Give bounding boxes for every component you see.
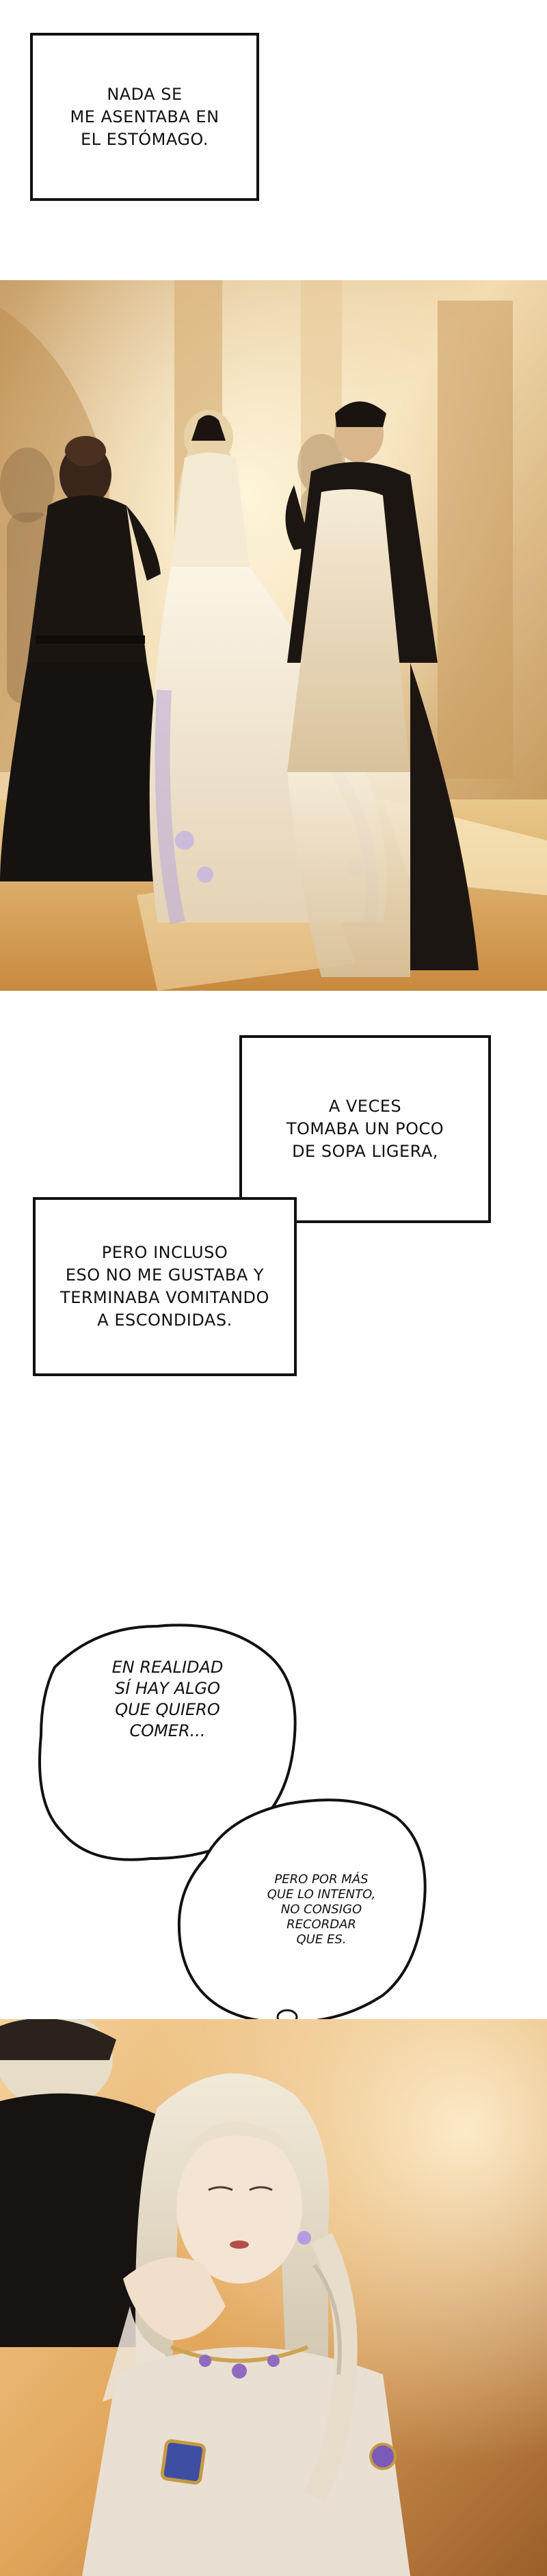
left-maid [0,436,191,881]
ballroom-illustration [0,280,547,991]
man-in-black [0,2019,157,2347]
narration-text-3: PERO INCLUSO ESO NO ME GUSTABA Y TERMINA… [60,1243,269,1330]
narration-box-1: NADA SE ME ASENTABA EN EL ESTÓMAGO. [30,33,259,201]
ballroom-panel [0,280,547,991]
speech-bubble-2 [177,1798,427,2025]
bubble-text-1: EN REALIDAD SÍ HAY ALGO QUE QUIERO COMER… [111,1658,224,1740]
narration-text-2: A VECES TOMABA UN POCO DE SOPA LIGERA, [286,1097,444,1161]
narration-box-3: PERO INCLUSO ESO NO ME GUSTABA Y TERMINA… [33,1197,297,1376]
closeup-panel [0,2019,547,2576]
woman-closeup [82,2073,410,2576]
narration-box-2: A VECES TOMABA UN POCO DE SOPA LIGERA, [239,1035,491,1223]
narration-text-1: NADA SE ME ASENTABA EN EL ESTÓMAGO. [70,84,219,149]
speech-bubbles [38,1623,427,2097]
closeup-illustration [0,2019,547,2576]
bubble-text-2: PERO POR MÁS QUE LO INTENTO, NO CONSIGO … [267,1872,376,1947]
right-maid [285,401,479,977]
